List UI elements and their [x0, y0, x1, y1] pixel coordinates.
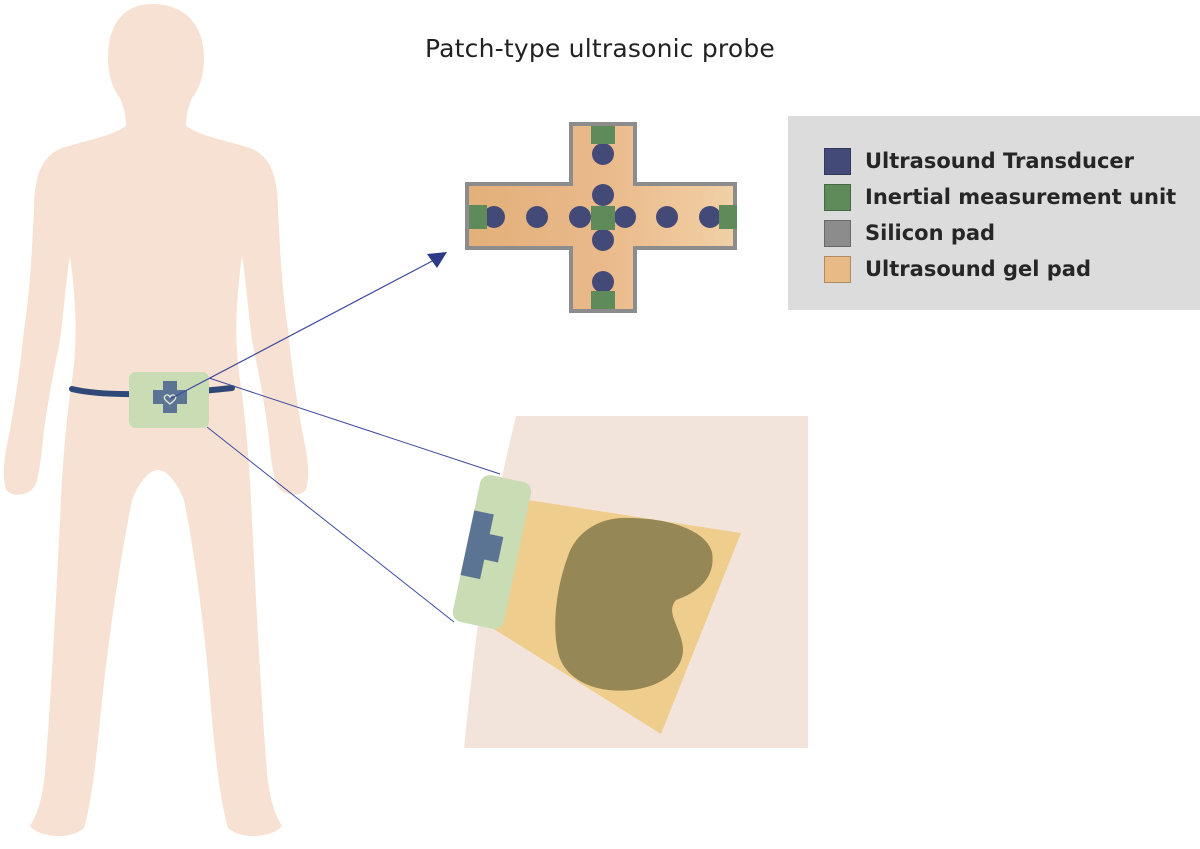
diagram-title: Patch-type ultrasonic probe [424, 34, 776, 63]
transducer [592, 229, 614, 251]
legend-item-ultrasound-transducer: Ultrasound Transducer [824, 146, 1134, 176]
pointer-to-zoom-bottom [206, 426, 455, 623]
legend-label: Inertial measurement unit [865, 185, 1177, 209]
zoomed-probe-icon [460, 510, 504, 580]
legend: Ultrasound Transducer Inertial measureme… [788, 116, 1200, 310]
legend-item-inertial-measurement-unit: Inertial measurement unit [824, 182, 1176, 212]
transducer [656, 206, 678, 228]
legend-item-silicon-pad: Silicon pad [824, 218, 995, 248]
imu [591, 126, 615, 144]
imu [591, 206, 615, 230]
legend-swatch [824, 147, 851, 175]
transducer [592, 143, 614, 165]
legend-item-ultrasound-gel-pad: Ultrasound gel pad [824, 254, 1091, 284]
organ [555, 517, 713, 691]
legend-swatch [824, 183, 851, 211]
body-patch [129, 372, 209, 428]
zoomed-patch [452, 475, 532, 629]
transducer [526, 206, 548, 228]
transducer [592, 271, 614, 293]
arrowhead-icon [427, 252, 447, 268]
pointer-to-zoom-top [208, 377, 501, 475]
transducer [614, 206, 636, 228]
legend-label: Silicon pad [865, 221, 996, 245]
pointer-lines [169, 252, 501, 623]
probe-detail [465, 122, 737, 313]
imu [591, 291, 615, 309]
imu [719, 205, 737, 229]
legend-label: Ultrasound gel pad [865, 257, 1092, 281]
transducer [592, 184, 614, 206]
imu-array [469, 126, 737, 309]
transducer [483, 206, 505, 228]
heart-icon [163, 394, 177, 405]
legend-swatch [824, 255, 851, 283]
legend-label: Ultrasound Transducer [865, 149, 1135, 173]
transducer [699, 206, 721, 228]
zoomed-view [452, 416, 808, 748]
imu [469, 205, 487, 229]
transducer [569, 206, 591, 228]
transducer-array [483, 143, 721, 293]
legend-swatch [824, 219, 851, 247]
pointer-to-probe-detail [169, 257, 439, 400]
